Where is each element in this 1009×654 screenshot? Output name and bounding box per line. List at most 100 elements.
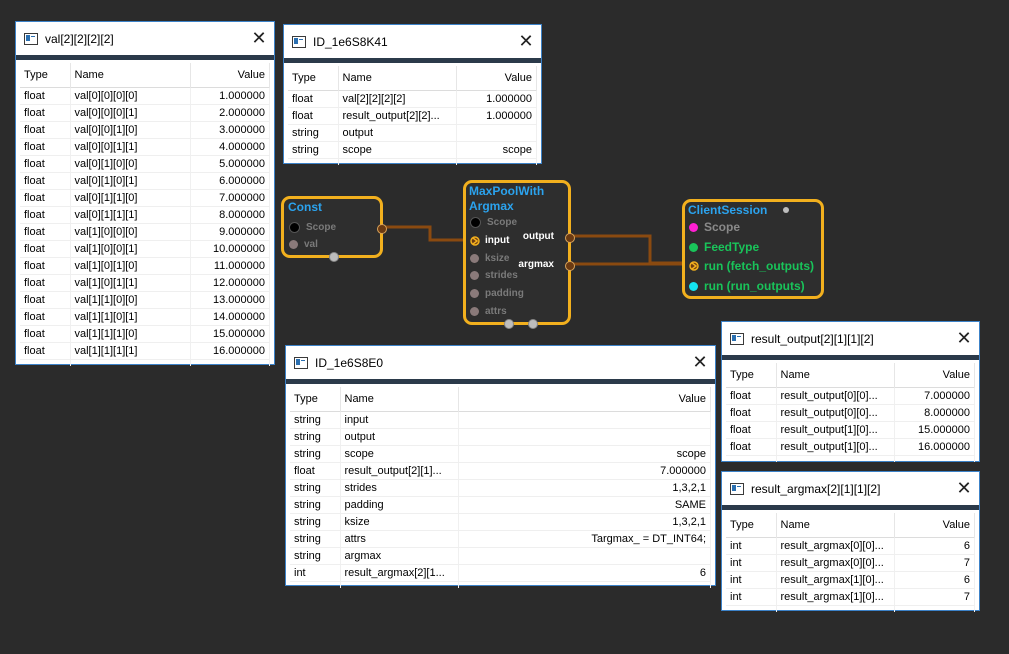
- maxpool-bottom-pin-2[interactable]: [528, 319, 538, 329]
- session-pin-feedtype[interactable]: FeedType: [689, 240, 759, 254]
- column-header-value[interactable]: Value: [190, 63, 270, 88]
- result-output-titlebar[interactable]: result_output[2][1][1][2] ✕: [722, 322, 979, 355]
- column-header-name[interactable]: Name: [338, 66, 457, 91]
- window-separator: [286, 379, 715, 384]
- cell-type: string: [290, 530, 341, 548]
- maxpool-bottom-pin-1[interactable]: [504, 319, 514, 329]
- maxpool-pin-ksize[interactable]: ksize: [470, 253, 509, 264]
- column-header-name[interactable]: Name: [340, 387, 459, 412]
- column-header-name[interactable]: Name: [776, 513, 895, 538]
- column-header-type[interactable]: Type: [290, 387, 341, 412]
- cell-name: result_argmax[1][0]...: [776, 588, 895, 606]
- const-pin-scope[interactable]: Scope: [289, 222, 336, 233]
- column-header-type[interactable]: Type: [726, 513, 777, 538]
- column-header-value[interactable]: Value: [458, 387, 711, 412]
- close-icon[interactable]: ✕: [692, 351, 708, 372]
- cell-type: string: [290, 513, 341, 531]
- column-header-type[interactable]: Type: [288, 66, 339, 91]
- column-header-type[interactable]: Type: [726, 363, 777, 388]
- client-session-node[interactable]: ClientSession Scope FeedType run (fetch_…: [682, 199, 824, 299]
- session-pin-fetch-outputs[interactable]: run (fetch_outputs): [689, 259, 814, 273]
- const-output-pin[interactable]: [377, 224, 387, 234]
- cell-name: result_output[0][0]...: [776, 404, 895, 422]
- val-window-titlebar[interactable]: val[2][2][2][2] ✕: [16, 22, 274, 55]
- session-pin-run-outputs[interactable]: run (run_outputs): [689, 279, 805, 293]
- maxpool-node[interactable]: MaxPoolWith Argmax Scope input ksize str…: [463, 180, 575, 329]
- const-node[interactable]: Const Scope val: [281, 196, 387, 262]
- maxpool-pin-scope[interactable]: Scope: [470, 217, 517, 228]
- column-header-name[interactable]: Name: [70, 63, 191, 88]
- close-icon[interactable]: ✕: [956, 477, 972, 498]
- column-header-name[interactable]: Name: [776, 363, 895, 388]
- maxpool-out-argmax-label: argmax: [518, 259, 554, 270]
- node-menu-dot-icon[interactable]: [783, 207, 789, 213]
- maxpool-pin-padding[interactable]: padding: [470, 288, 524, 299]
- const-bottom-pin[interactable]: [329, 252, 339, 262]
- const-pin-val[interactable]: val: [289, 239, 318, 250]
- maxpool-pin-strides[interactable]: strides: [470, 270, 518, 281]
- cell-name: val[1][0][1][1]: [70, 274, 191, 292]
- session-pin-scope[interactable]: Scope: [689, 220, 740, 234]
- close-icon[interactable]: ✕: [251, 27, 267, 48]
- close-icon[interactable]: ✕: [956, 327, 972, 348]
- maxpool-pin-attrs[interactable]: attrs: [470, 306, 507, 317]
- const-props-title: ID_1e6S8K41: [313, 34, 388, 49]
- const-props-titlebar[interactable]: ID_1e6S8K41 ✕: [284, 25, 541, 58]
- result-argmax-titlebar[interactable]: result_argmax[2][1][1][2] ✕: [722, 472, 979, 505]
- scope-pin-icon: [289, 222, 300, 233]
- column-header-value[interactable]: Value: [456, 66, 537, 91]
- maxpool-props-titlebar[interactable]: ID_1e6S8E0 ✕: [286, 346, 715, 379]
- column-header-value[interactable]: Value: [894, 363, 975, 388]
- close-icon[interactable]: ✕: [518, 30, 534, 51]
- maxpool-pin-input[interactable]: input: [470, 235, 509, 246]
- maxpool-output-pin[interactable]: [565, 233, 575, 243]
- maxpool-argmax-pin[interactable]: [565, 261, 575, 271]
- column-header-type[interactable]: Type: [20, 63, 71, 88]
- column-header-value[interactable]: Value: [894, 513, 975, 538]
